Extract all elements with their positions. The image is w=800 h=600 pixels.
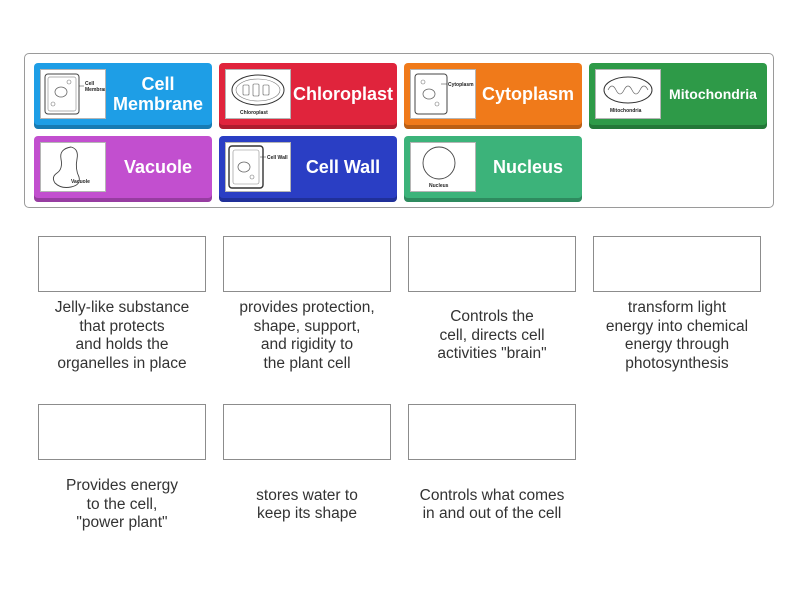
cytoplasm-diagram-icon: Cytoplasm: [410, 69, 476, 119]
description-3: Controls the cell, directs cell activiti…: [437, 308, 547, 363]
description-2: provides protection, shape, support, and…: [239, 299, 375, 372]
svg-text:Cell Wall: Cell Wall: [267, 155, 288, 161]
tile-chloroplast[interactable]: Chloroplast Chloroplast: [219, 63, 397, 129]
svg-text:Vacuole: Vacuole: [71, 179, 90, 185]
description-4: transform light energy into chemical ene…: [605, 299, 749, 372]
svg-text:Nucleus: Nucleus: [429, 183, 449, 189]
answer-tray: [24, 53, 774, 208]
drop-slot-2[interactable]: [223, 236, 391, 292]
svg-text:Membrane: Membrane: [85, 87, 105, 93]
drop-slot-6[interactable]: [223, 404, 391, 460]
description-5: Provides energy to the cell, "power plan…: [65, 477, 178, 532]
tile-vacuole[interactable]: Vacuole Vacuole: [34, 136, 212, 202]
drop-slot-5[interactable]: [38, 404, 206, 460]
drop-slot-3[interactable]: [408, 236, 576, 292]
tile-label: Cell Wall: [305, 157, 381, 177]
vacuole-diagram-icon: Vacuole: [40, 142, 106, 192]
tile-cell-wall[interactable]: Cell Wall Cell Wall: [219, 136, 397, 202]
svg-text:Chloroplast: Chloroplast: [240, 110, 268, 116]
cell-wall-diagram-icon: Cell Wall: [225, 142, 291, 192]
tile-label: Cytoplasm: [481, 84, 575, 104]
description-7: Controls what comes in and out of the ce…: [419, 486, 565, 523]
tile-label: Cell Membrane: [112, 74, 204, 114]
description-6: stores water to keep its shape: [256, 486, 358, 523]
nucleus-diagram-icon: Nucleus: [410, 142, 476, 192]
description-1: Jelly-like substance that protects and h…: [54, 299, 190, 372]
mitochondria-diagram-icon: Mitochondria: [595, 69, 661, 119]
drop-slot-1[interactable]: [38, 236, 206, 292]
tile-cytoplasm[interactable]: Cytoplasm Cytoplasm: [404, 63, 582, 129]
svg-text:Mitochondria: Mitochondria: [610, 108, 642, 114]
svg-text:Cytoplasm: Cytoplasm: [448, 82, 474, 88]
tile-mitochondria[interactable]: Mitochondria Mitochondria: [589, 63, 767, 129]
drop-slot-4[interactable]: [593, 236, 761, 292]
tile-nucleus[interactable]: Nucleus Nucleus: [404, 136, 582, 202]
svg-text:Cell: Cell: [85, 81, 95, 87]
tile-label: Chloroplast: [293, 84, 394, 104]
drop-slot-7[interactable]: [408, 404, 576, 460]
chloroplast-diagram-icon: Chloroplast: [225, 69, 291, 119]
cell-membrane-diagram-icon: Cell Membrane: [40, 69, 106, 119]
tile-cell-membrane[interactable]: Cell Membrane Cell Membrane: [34, 63, 212, 129]
tile-label: Mitochondria: [669, 86, 757, 102]
tile-label: Vacuole: [123, 157, 193, 177]
tile-label: Nucleus: [492, 157, 564, 177]
